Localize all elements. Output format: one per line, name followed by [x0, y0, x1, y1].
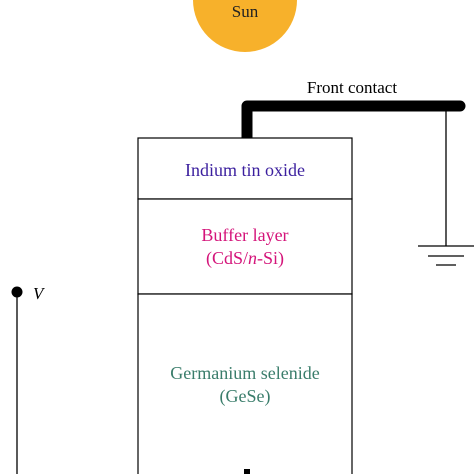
buffer-label-italic: n	[248, 248, 257, 268]
voltage-label: V	[33, 284, 46, 303]
front-contact-label: Front contact	[307, 78, 397, 97]
layer-gese	[137, 293, 353, 474]
buffer-label-suffix: -Si)	[257, 248, 284, 269]
sun-disc	[193, 0, 297, 52]
gese-label-line2: (GeSe)	[220, 386, 271, 407]
cell-stack	[137, 137, 353, 474]
buffer-label-prefix: (CdS/	[206, 248, 248, 269]
front-contact-wire: Front contact	[241, 78, 466, 246]
voltage-terminal: V	[11, 284, 46, 474]
ground-symbol	[418, 245, 474, 266]
sun: Sun	[193, 0, 297, 52]
sun-label: Sun	[232, 2, 259, 21]
layer-buffer	[137, 198, 353, 295]
buffer-label-line1: Buffer layer	[201, 225, 288, 245]
ito-label: Indium tin oxide	[185, 160, 305, 180]
gese-label-line1: Germanium selenide	[170, 363, 319, 383]
buffer-label-line2: (CdS/n-Si)	[206, 248, 284, 269]
front-contact-bar	[241, 100, 466, 144]
